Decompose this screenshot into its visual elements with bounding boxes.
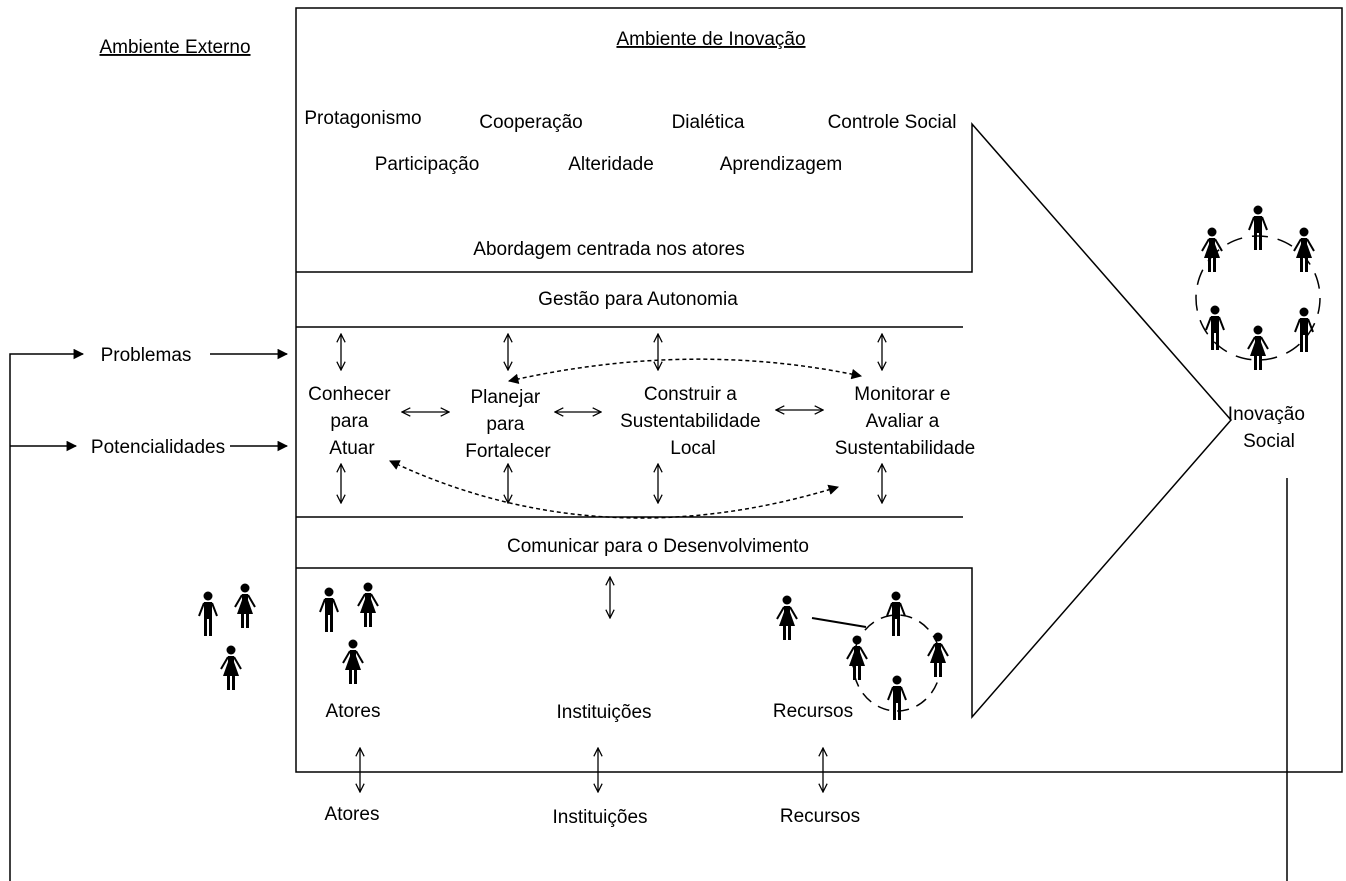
inner-actors: Atores bbox=[326, 701, 381, 722]
outer-frame bbox=[295, 7, 1343, 773]
principle-participacao: Participação bbox=[375, 154, 480, 175]
outer-institutions: Instituições bbox=[552, 807, 647, 828]
outer-resources: Recursos bbox=[780, 806, 860, 827]
feedback-loop bbox=[9, 348, 1288, 881]
innovation-environment-title: Ambiente de Inovação bbox=[616, 29, 805, 50]
step-know-to-act: Conhecer para Atuar bbox=[308, 384, 396, 459]
external-environment-title: Ambiente Externo bbox=[99, 37, 250, 58]
step-build-sustainability: Construir a Sustentabilidade Local bbox=[620, 384, 766, 459]
communication-label: Comunicar para o Desenvolvimento bbox=[507, 536, 809, 557]
step-plan-to-strengthen: Planejar para Fortalecer bbox=[465, 387, 551, 462]
cycle-arrows bbox=[341, 334, 882, 503]
inner-arrow-shape bbox=[296, 122, 1232, 720]
input-problems: Problemas bbox=[101, 345, 192, 366]
social-innovation-circle-icon bbox=[1195, 204, 1321, 371]
output-label: Inovação Social bbox=[1228, 404, 1310, 452]
principle-alteridade: Alteridade bbox=[568, 154, 654, 175]
resources-network-icon bbox=[776, 590, 949, 721]
inside-actors-icons bbox=[319, 581, 379, 685]
input-potentials: Potencialidades bbox=[91, 437, 225, 458]
principle-dialetica: Dialética bbox=[672, 112, 745, 133]
resource-arrows bbox=[360, 577, 823, 792]
cycle-band-lines bbox=[296, 326, 963, 518]
inner-resources: Recursos bbox=[773, 701, 853, 722]
outside-actors-icons bbox=[198, 582, 256, 691]
principle-aprendizagem: Aprendizagem bbox=[720, 154, 843, 175]
outer-actors: Atores bbox=[325, 804, 380, 825]
management-label: Gestão para Autonomia bbox=[538, 289, 738, 310]
step-monitor-evaluate: Monitorar e Avaliar a Sustentabilidade bbox=[835, 384, 976, 459]
approach-label: Abordagem centrada nos atores bbox=[473, 239, 744, 260]
principle-controle-social: Controle Social bbox=[828, 112, 957, 133]
principle-cooperacao: Cooperação bbox=[479, 112, 583, 133]
dashed-feedback-arrows bbox=[389, 358, 863, 519]
inner-institutions: Instituições bbox=[556, 702, 651, 723]
principle-protagonismo: Protagonismo bbox=[304, 108, 421, 129]
